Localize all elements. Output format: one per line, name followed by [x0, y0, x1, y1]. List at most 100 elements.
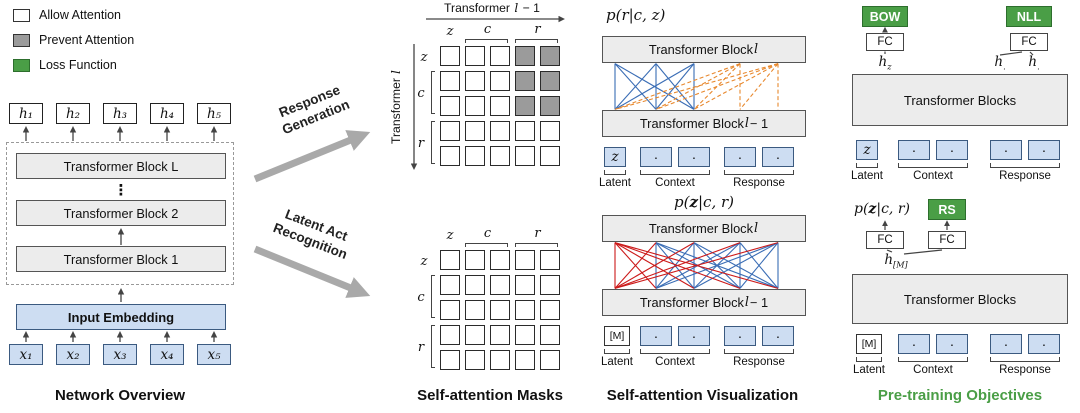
mask-row-label-r: r [417, 340, 425, 355]
input-token: x₅ [197, 344, 231, 365]
context-token-2: · [936, 334, 968, 354]
context-token-2: · [936, 140, 968, 160]
mask-cell-allow [515, 275, 535, 295]
latent-act-recognition-label: Latent Act Recognition [271, 206, 350, 262]
mask-cell-allow [440, 250, 460, 270]
transformer-stack-outline [6, 142, 234, 285]
mask-token: [M] [856, 334, 882, 354]
mask-row-label-c: c [417, 86, 425, 101]
axis-text: Transformer [444, 1, 514, 15]
mask-cell-allow [540, 350, 560, 370]
mask-cell-allow [490, 96, 510, 116]
response-generation-mask-grid [440, 46, 560, 166]
mask-cell-allow [465, 96, 485, 116]
group-label-response: Response [999, 364, 1051, 376]
mask-row-label-c: c [417, 290, 425, 305]
context-underbrace [898, 357, 968, 362]
mask-cell-allow [440, 46, 460, 66]
fc-layer-latent: FC [866, 231, 904, 249]
transformer-blocks-top: Transformer Blocks [852, 74, 1068, 126]
mask-col-label-z: z [446, 24, 454, 39]
attention-lines-response-icon [614, 63, 779, 110]
mask-cell-allow [490, 275, 510, 295]
transformer-block-1: Transformer Block 1 [16, 246, 226, 272]
latent-token-z: z [604, 147, 626, 167]
caption-self-attention-masks: Self-attention Masks [417, 387, 563, 404]
mask-cell-allow [440, 146, 460, 166]
mask-cell-allow [440, 275, 460, 295]
caption-self-attention-visualization: Self-attention Visualization [606, 387, 799, 404]
latent-recognition-mask-grid [440, 250, 560, 370]
mask-cell-allow [490, 121, 510, 141]
title-text: p( [853, 201, 869, 217]
group-label-context: Context [655, 356, 695, 368]
math-var-l: l [389, 70, 403, 75]
context-underbrace [898, 163, 968, 168]
fc-layer-bow: FC [866, 33, 904, 51]
block-text: Transformer Block [639, 116, 744, 131]
response-underbrace [990, 357, 1060, 362]
latent-underbrace [604, 170, 626, 175]
allow-attention-swatch-icon [13, 8, 30, 22]
response-token-1: · [990, 140, 1022, 160]
transformer-block-L: Transformer Block L [16, 153, 226, 179]
mask-cell-allow [465, 325, 485, 345]
mask-cell-allow [465, 46, 485, 66]
response-token-1: · [724, 147, 756, 167]
mask-cell-allow [515, 121, 535, 141]
mask-cell-prevent [515, 46, 535, 66]
context-token-1: · [640, 147, 672, 167]
mask-cell-allow [490, 325, 510, 345]
mask-col-label-c: c [483, 22, 492, 37]
block-text: Transformer Block [648, 42, 753, 57]
mask-cell-allow [440, 96, 460, 116]
mask-cell-allow [515, 250, 535, 270]
mask-col-label-r: r [534, 226, 541, 241]
math-var-z: z [689, 193, 698, 211]
rs-loss-box: RS [928, 199, 966, 220]
mask-cell-prevent [515, 96, 535, 116]
mask-cell-allow [440, 325, 460, 345]
loss-function-swatch-icon [13, 58, 30, 72]
context-rows-bracket [431, 275, 435, 318]
mask-cell-allow [540, 325, 560, 345]
response-token-1: · [990, 334, 1022, 354]
mask-cell-prevent [540, 96, 560, 116]
group-label-response: Response [733, 177, 785, 189]
group-label-latent: Latent [851, 170, 883, 182]
hidden-state-h-label-2: h. [1020, 54, 1048, 72]
mask-cell-allow [465, 275, 485, 295]
response-token-2: · [762, 147, 794, 167]
response-rows-bracket [431, 325, 435, 368]
math-var-l: l [744, 295, 749, 310]
response-underbrace [724, 349, 794, 354]
mask-cell-allow [465, 146, 485, 166]
mask-cell-allow [540, 121, 560, 141]
context-columns-bracket [465, 39, 508, 43]
mask-cell-allow [540, 275, 560, 295]
mask-cell-prevent [540, 71, 560, 91]
hidden-state-hmask-label: h[M] [876, 252, 916, 270]
prevent-attention-swatch-icon [13, 33, 30, 47]
mask-cell-allow [540, 146, 560, 166]
math-var-h: h [884, 252, 894, 268]
block-suffix: − 1 [750, 295, 769, 310]
transformer-blocks-bottom: Transformer Blocks [852, 274, 1068, 324]
title-suffix: |c, r) [876, 201, 910, 217]
transformer-block-l-lower: Transformer Block l [602, 215, 806, 242]
context-token-2: · [678, 326, 710, 346]
mask-cell-allow [515, 300, 535, 320]
mask-cell-allow [440, 350, 460, 370]
title-response-generation: p(r|c, z) [606, 6, 666, 24]
input-embedding: Input Embedding [16, 304, 226, 330]
fc-layer-rs: FC [928, 231, 966, 249]
subscript: . [1037, 61, 1040, 72]
context-token-1: · [898, 140, 930, 160]
hidden-state-token: h₃ [103, 103, 137, 124]
context-columns-bracket [465, 243, 508, 247]
mask-cell-allow [490, 300, 510, 320]
mask-cell-prevent [540, 46, 560, 66]
math-var-h: h [1028, 54, 1038, 70]
group-label-context: Context [655, 177, 695, 189]
